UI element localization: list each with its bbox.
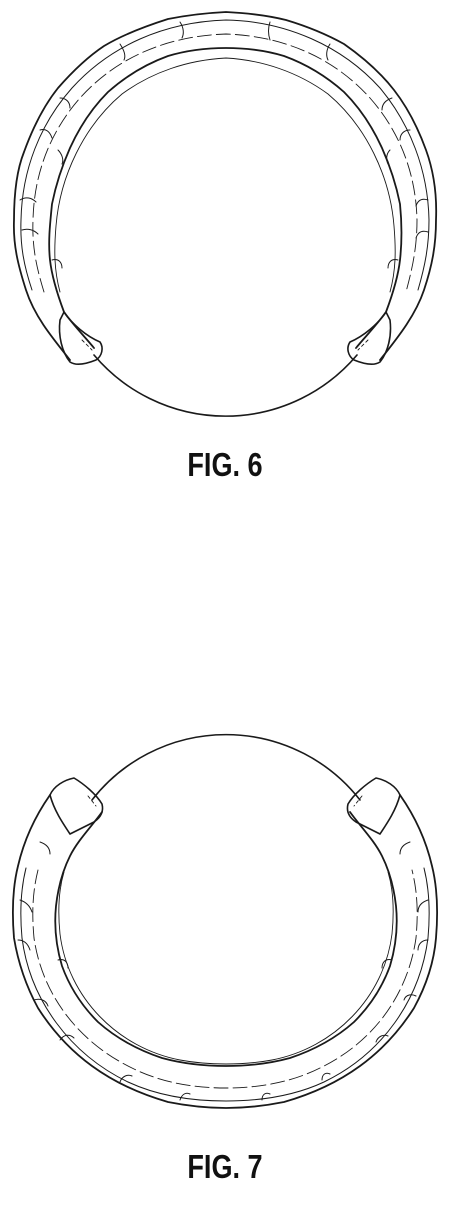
fig7-band-inner-rim (59, 872, 393, 1064)
fig6-band-inner-edge (49, 48, 401, 348)
fig7-band-seam (33, 870, 417, 1088)
figure-7: FIG. 7 (0, 720, 450, 1214)
fig6-band-outer-rim (21, 20, 429, 290)
fig6-band-outer-edge (14, 12, 436, 360)
fig7-band-inner-edge (55, 812, 397, 1066)
fig7-connecting-wire (92, 735, 360, 800)
figure-6: FIG. 6 (0, 0, 450, 500)
fig6-caption: FIG. 6 (41, 446, 410, 484)
fig7-ring-drawing (0, 720, 450, 1150)
fig6-band-seam (33, 34, 417, 292)
fig7-left-end-cap (50, 778, 103, 834)
fig7-caption: FIG. 7 (41, 1148, 410, 1186)
fig7-right-end-cap (347, 778, 400, 834)
fig6-connecting-wire (94, 355, 357, 416)
fig6-ring-drawing (0, 0, 450, 440)
fig6-wrinkles (20, 22, 428, 268)
fig6-right-end-cap (348, 312, 391, 364)
